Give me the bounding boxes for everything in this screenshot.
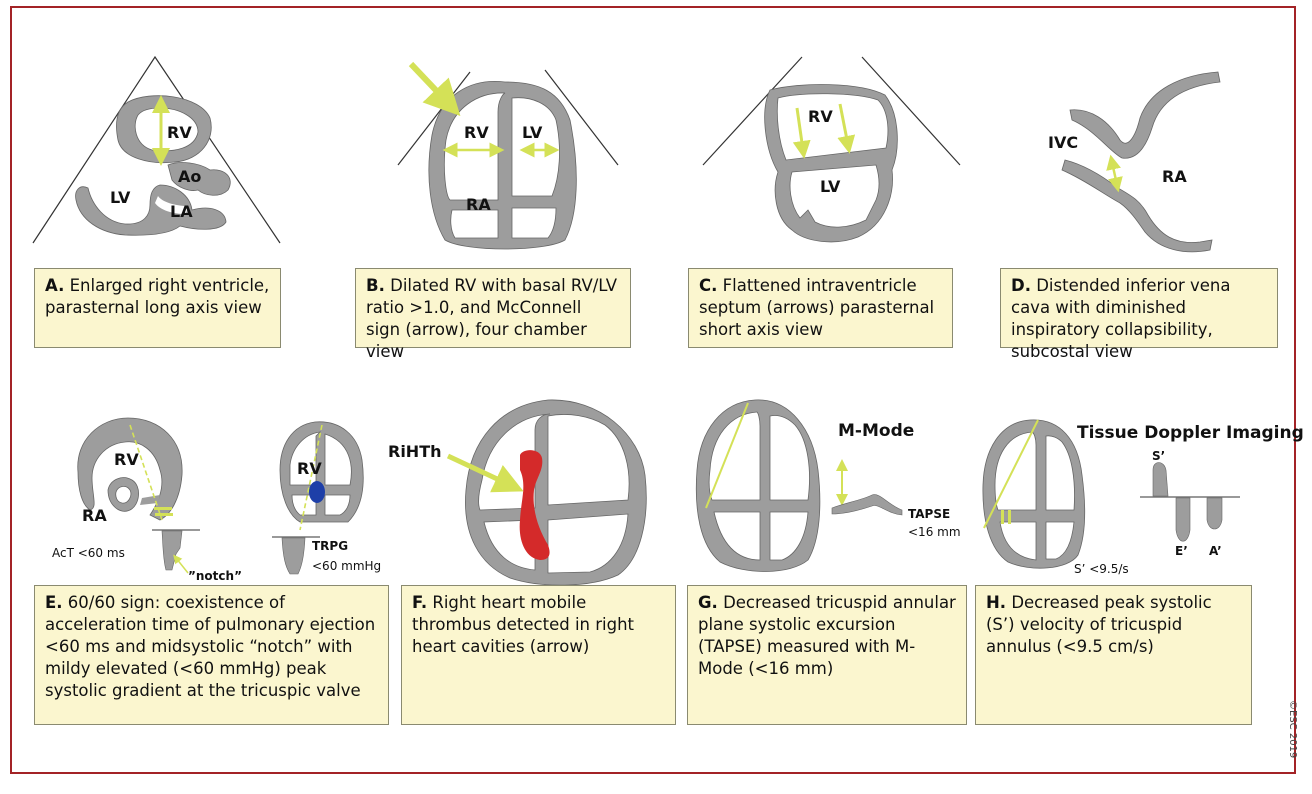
panel-d-label-ivc: IVC <box>1048 133 1078 152</box>
panel-e-label-ra: RA <box>82 506 107 525</box>
panel-h-caption-text: Decreased peak systolic (S’) velocity of… <box>986 593 1212 656</box>
panel-f-caption-text: Right heart mobile thrombus detected in … <box>412 593 635 656</box>
copyright-notice: ©ESC 2019 <box>1287 700 1298 759</box>
panel-e-illustration: RV RA AcT <60 ms ”notch” RV TRPG <60 mmH… <box>52 417 381 583</box>
panel-f-label-rihth: RiHTh <box>388 442 442 461</box>
panel-h-letter: H. <box>986 593 1007 612</box>
panel-d-letter: D. <box>1011 276 1031 295</box>
panel-h-label-tdi: Tissue Doppler Imaging <box>1077 423 1304 443</box>
panel-a-label-la: LA <box>170 202 193 221</box>
panel-b-label-ra: RA <box>466 195 491 214</box>
panel-g-label-mmode: M-Mode <box>838 421 914 441</box>
panel-e-caption-text: 60/60 sign: coexistence of acceleration … <box>45 593 376 700</box>
panel-d-label-ra: RA <box>1162 167 1187 186</box>
panel-c-letter: C. <box>699 276 718 295</box>
panel-b-label-lv: LV <box>522 123 543 142</box>
panel-h-illustration: Tissue Doppler Imaging S’ E’ A’ S’ <9.5/… <box>982 419 1304 576</box>
panel-c-caption: C. Flattened intraventricle septum (arro… <box>688 268 953 348</box>
panel-a-illustration: RV LV Ao LA <box>32 55 281 244</box>
panel-b-caption-text: Dilated RV with basal RV/LV ratio >1.0, … <box>366 276 617 361</box>
panel-g-letter: G. <box>698 593 718 612</box>
panel-g-caption-text: Decreased tricuspid annular plane systol… <box>698 593 956 678</box>
panel-e-caption: E. 60/60 sign: coexistence of accelerati… <box>34 585 389 725</box>
panel-c-label-rv: RV <box>808 107 833 126</box>
panel-g-label-tapse: TAPSE <box>908 507 950 521</box>
panel-e-label-trpg: TRPG <box>312 539 348 553</box>
panel-a-caption-text: Enlarged right ventricle, parasternal lo… <box>45 276 270 317</box>
panel-g-illustration: M-Mode TAPSE <16 mm <box>695 399 961 572</box>
panel-d-caption-text: Distended inferior vena cava with dimini… <box>1011 276 1231 361</box>
figure-frame <box>10 6 1296 774</box>
panel-h-caption: H. Decreased peak systolic (S’) velocity… <box>975 585 1252 725</box>
panel-d-caption: D. Distended inferior vena cava with dim… <box>1000 268 1278 361</box>
panel-h-label-s-value: S’ <9.5/s <box>1074 562 1129 576</box>
panel-b-caption: B. Dilated RV with basal RV/LV ratio >1.… <box>355 268 631 361</box>
panel-c-illustration: RV LV <box>702 56 961 243</box>
panel-e-label-rv2: RV <box>297 459 322 478</box>
panel-e-label-act: AcT <60 ms <box>52 546 125 560</box>
panel-b-letter: B. <box>366 276 385 295</box>
panel-f-letter: F. <box>412 593 428 612</box>
panel-h-label-e: E’ <box>1175 544 1188 558</box>
panel-a-letter: A. <box>45 276 65 295</box>
panel-h-label-a: A’ <box>1209 544 1222 558</box>
panel-a-label-ao: Ao <box>178 167 201 186</box>
panel-a-label-rv: RV <box>167 123 192 142</box>
panel-a-label-lv: LV <box>110 188 131 207</box>
panel-a-caption: A. Enlarged right ventricle, parasternal… <box>34 268 281 348</box>
panel-c-caption-text: Flattened intraventricle septum (arrows)… <box>699 276 935 339</box>
panel-c-label-lv: LV <box>820 177 841 196</box>
panel-e-label-rv: RV <box>114 450 139 469</box>
panel-h-label-s: S’ <box>1152 449 1165 463</box>
panel-g-label-tapse-value: <16 mm <box>908 525 961 539</box>
panel-d-illustration: IVC RA <box>1048 71 1221 253</box>
panel-f-caption: F. Right heart mobile thrombus detected … <box>401 585 676 725</box>
panel-e-label-notch: ”notch” <box>188 569 242 583</box>
panel-f-illustration: RiHTh <box>388 399 647 586</box>
panel-e-letter: E. <box>45 593 63 612</box>
panel-g-caption: G. Decreased tricuspid annular plane sys… <box>687 585 967 725</box>
panel-b-illustration: RV LV RA <box>397 61 619 250</box>
panel-b-label-rv: RV <box>464 123 489 142</box>
panel-e-label-trpg-value: <60 mmHg <box>312 559 381 573</box>
